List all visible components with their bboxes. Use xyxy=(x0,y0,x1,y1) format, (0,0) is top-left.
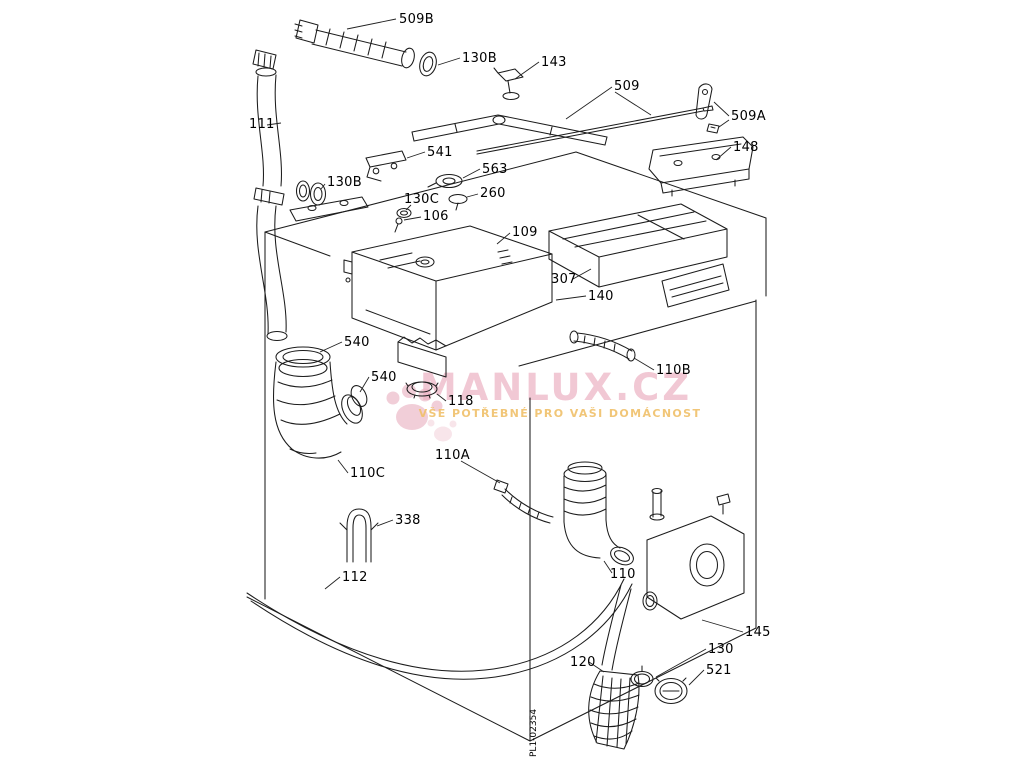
part-label-307: 307 xyxy=(551,272,577,287)
dispenser-spout xyxy=(397,341,447,378)
drain-pump-145 xyxy=(642,487,745,620)
drawer-handle xyxy=(661,263,730,308)
part-label-130c: 130C xyxy=(404,192,439,207)
part-label-148: 148 xyxy=(733,140,759,155)
part-label-110b: 110B xyxy=(656,363,691,378)
part-label-110: 110 xyxy=(610,567,636,582)
inlet-pipe-509b xyxy=(294,19,437,77)
crosspiece-509 xyxy=(411,105,714,155)
detergent-drawer-307 xyxy=(548,203,730,308)
bracket-541 xyxy=(365,150,407,182)
drawing-number: PL1-02354 xyxy=(529,709,539,757)
part-labels: 509B 130B 143 509 509A 148 111 541 563 1… xyxy=(249,12,771,678)
dispenser-housing-109 xyxy=(343,225,553,399)
part-label-145: 145 xyxy=(745,625,771,640)
part-label-140: 140 xyxy=(588,289,614,304)
cap-260 xyxy=(448,193,468,211)
pump-port xyxy=(689,543,725,587)
watermark-brand: MANLUX.CZ xyxy=(420,366,692,409)
part-label-112: 112 xyxy=(342,570,368,585)
part-label-509b: 509B xyxy=(399,12,434,27)
part-label-540-upper: 540 xyxy=(344,335,370,350)
watermark: MANLUX.CZ VŠE POTŘEBNÉ PRO VAŠI DOMÁCNOS… xyxy=(386,366,702,442)
elbow-110c xyxy=(272,346,368,459)
lever-509a xyxy=(695,83,720,134)
part-label-260: 260 xyxy=(480,186,506,201)
part-label-509a: 509A xyxy=(731,109,766,124)
part-label-130: 130 xyxy=(708,642,734,657)
part-label-563: 563 xyxy=(482,162,508,177)
part-label-110c: 110C xyxy=(350,466,385,481)
grip-boot-120 xyxy=(588,670,640,750)
mounting-plate xyxy=(289,196,369,222)
seal-540-lower xyxy=(350,385,368,407)
part-label-110a: 110A xyxy=(435,448,470,463)
cap-563 xyxy=(427,173,463,189)
part-label-106: 106 xyxy=(423,209,449,224)
part-label-111: 111 xyxy=(249,117,275,132)
support-rail-148 xyxy=(648,136,754,197)
hook-338 xyxy=(339,508,379,563)
part-label-118: 118 xyxy=(448,394,474,409)
screw-106 xyxy=(394,217,403,233)
part-label-130b-left: 130B xyxy=(327,175,362,190)
leader-lines xyxy=(266,18,744,686)
part-label-521: 521 xyxy=(706,663,732,678)
ring-nut-130b-left xyxy=(295,180,311,202)
hose-110b xyxy=(569,330,636,362)
part-label-130b-top: 130B xyxy=(462,51,497,66)
bellows-elbow-110 xyxy=(563,461,634,566)
part-label-109: 109 xyxy=(512,225,538,240)
part-label-509: 509 xyxy=(614,79,640,94)
hose-110a xyxy=(493,479,554,524)
inlet-hose-111 xyxy=(252,49,369,342)
part-label-143: 143 xyxy=(541,55,567,70)
filter-cap-521 xyxy=(654,677,688,705)
tap-connector-143 xyxy=(493,67,524,101)
seal-540-upper xyxy=(275,346,331,368)
clamp-130 xyxy=(630,665,654,688)
part-label-338: 338 xyxy=(395,513,421,528)
grommet-130c xyxy=(396,207,412,219)
drain-hose-112 xyxy=(246,578,633,680)
ring-nut-130b-top xyxy=(419,51,437,77)
part-label-120: 120 xyxy=(570,655,596,670)
watermark-tagline: VŠE POTŘEBNÉ PRO VAŠI DOMÁCNOST xyxy=(419,407,702,420)
part-label-541: 541 xyxy=(427,145,453,160)
part-label-540-lower: 540 xyxy=(371,370,397,385)
cabinet-outline xyxy=(246,151,767,742)
